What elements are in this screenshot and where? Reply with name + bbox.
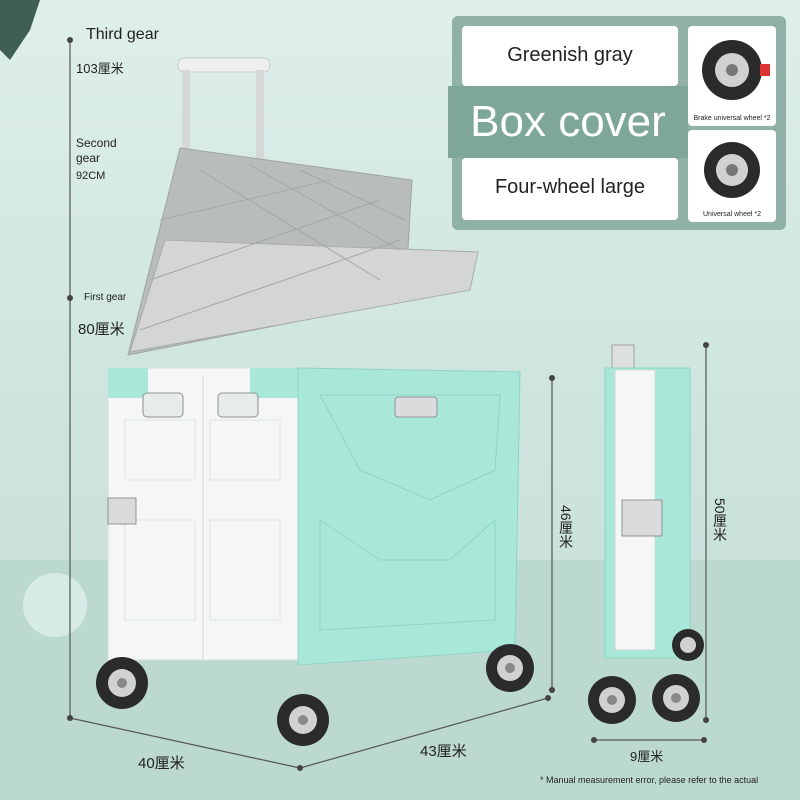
folded-width-dimension: 9厘米 [630, 749, 664, 764]
color-label: Greenish gray [507, 44, 633, 66]
storage-box [107, 367, 521, 666]
length-dimension: 43厘米 [420, 743, 467, 760]
decorative-ball [23, 573, 87, 637]
color-box: Greenish gray [462, 26, 678, 86]
plant-leaves [0, 0, 40, 60]
box-lid [127, 147, 479, 356]
folded-box [588, 344, 704, 724]
box-wheels [96, 644, 534, 746]
brake-wheel-caption: Brake universal wheel *2 [693, 115, 771, 122]
disclaimer-text: * Manual measurement error, please refer… [540, 775, 759, 785]
third-gear-height: 103厘米 [76, 61, 124, 76]
first-gear-height: 80厘米 [78, 321, 125, 338]
box-cover-banner: Box cover [448, 86, 688, 158]
first-gear-label: First gear [84, 292, 127, 303]
wheel-label: Four-wheel large [494, 176, 646, 198]
second-gear-label: Second gear [76, 136, 117, 165]
universal-wheel-image: Universal wheel *2 [688, 130, 776, 222]
second-gear-height: 92CM [76, 170, 106, 182]
height-dimension: 46厘米 [558, 505, 574, 549]
feature-panel: Greenish gray Four-wheel large Brake uni… [452, 16, 786, 230]
brake-wheel-image: Brake universal wheel *2 [688, 26, 776, 126]
dimension-lines [69, 40, 707, 769]
universal-wheel-caption: Universal wheel *2 [703, 211, 761, 218]
folded-height-dimension: 50厘米 [712, 498, 728, 542]
width-dimension: 40厘米 [138, 755, 185, 772]
trolley-handle [177, 57, 271, 190]
third-gear-label: Third gear [86, 26, 159, 43]
wheel-box: Four-wheel large [462, 158, 678, 220]
